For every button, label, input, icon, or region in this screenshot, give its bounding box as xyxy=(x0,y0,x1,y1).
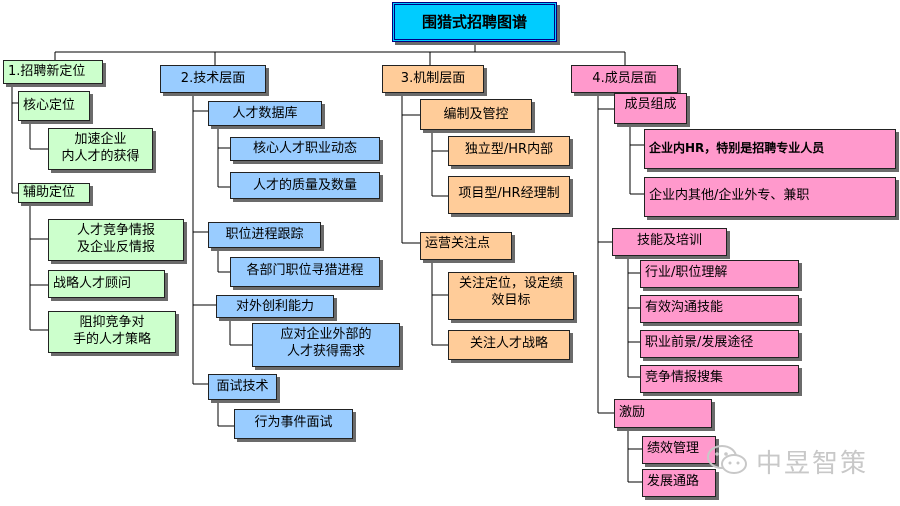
col4-incentive: 激励 xyxy=(614,399,712,428)
col3-org-child-2: 项目型/HR经理制 xyxy=(448,176,570,214)
col3-ops-child-2: 关注人才战略 xyxy=(448,330,570,360)
col2-cap: 对外创利能力 xyxy=(216,295,334,318)
col3-head: 3.机制层面 xyxy=(382,65,484,93)
col2-db: 人才数据库 xyxy=(208,101,322,126)
col1-head: 1.招聘新定位 xyxy=(3,60,103,84)
col4-incentive-child-1: 绩效管理 xyxy=(642,436,716,464)
col2-head: 2.技术层面 xyxy=(160,65,266,93)
col1-aux-child-3: 阻抑竞争对 手的人才策略 xyxy=(48,311,176,353)
col3-ops-child-1: 关注定位，设定绩 效目标 xyxy=(448,272,574,320)
wechat-icon xyxy=(707,445,747,474)
col2-track: 职位进程跟踪 xyxy=(208,222,321,248)
col2-cap-child: 应对企业外部的 人才获得需求 xyxy=(252,323,400,367)
col1-aux: 辅助定位 xyxy=(18,183,90,203)
col4-skills-child-4: 竞争情报搜集 xyxy=(640,365,799,393)
col3-ops: 运营关注点 xyxy=(420,232,512,260)
watermark-text: 中昱智策 xyxy=(756,449,869,479)
col4-members: 成员组成 xyxy=(614,93,687,124)
col4-skills-child-2: 有效沟通技能 xyxy=(640,295,799,323)
col4-head: 4.成员层面 xyxy=(571,65,678,93)
col2-interview: 面试技术 xyxy=(208,374,277,400)
col2-db-child-1: 核心人才职业动态 xyxy=(230,137,380,161)
col3-org: 编制及管控 xyxy=(420,99,532,130)
col4-members-child-2: 企业内其他/企业外专、兼职 xyxy=(644,177,896,217)
col2-interview-child: 行为事件面试 xyxy=(234,409,353,439)
col2-track-child: 各部门职位寻猎进程 xyxy=(230,257,380,287)
col1-aux-child-1: 人才竞争情报 及企业反情报 xyxy=(48,219,184,261)
col1-aux-child-2: 战略人才顾问 xyxy=(48,270,165,298)
diagram-title: 围猎式招聘图谱 xyxy=(392,2,557,42)
col4-members-child-1: 企业内HR，特别是招聘专业人员 xyxy=(644,129,896,169)
col2-db-child-2: 人才的质量及数量 xyxy=(230,172,380,199)
col4-incentive-child-2: 发展通路 xyxy=(642,469,716,497)
col1-core-child: 加速企业 内人才的获得 xyxy=(48,128,153,170)
col4-skills-child-1: 行业/职位理解 xyxy=(640,260,799,288)
col4-skills-child-3: 职业前景/发展途径 xyxy=(640,330,799,358)
col3-org-child-1: 独立型/HR内部 xyxy=(448,136,570,166)
col1-core: 核心定位 xyxy=(18,91,90,121)
col4-skills: 技能及培训 xyxy=(612,228,727,256)
